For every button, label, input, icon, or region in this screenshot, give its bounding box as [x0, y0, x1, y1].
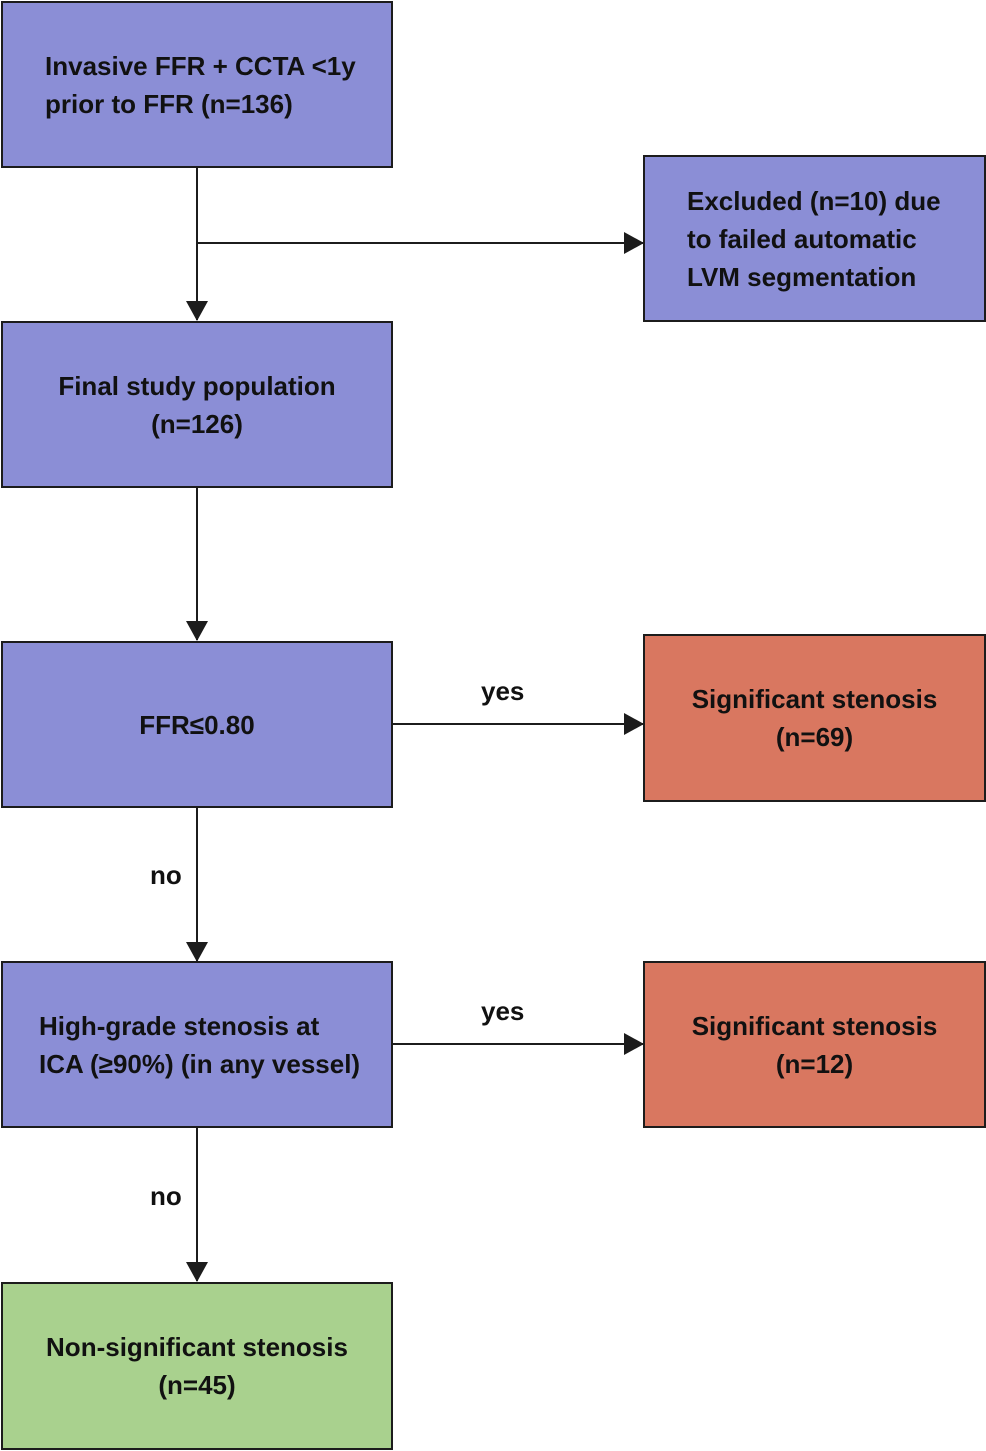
node-non-significant-line-2: (n=45) — [158, 1370, 236, 1400]
node-significant-stenosis-1: Significant stenosis (n=69) — [643, 634, 986, 802]
node-excluded-line-2: to failed automatic — [687, 223, 917, 254]
node-final-population-line-1: Final study population — [58, 370, 336, 401]
node-highgrade-decision: High-grade stenosis at ICA (≥90%) (in an… — [1, 961, 393, 1128]
node-start: Invasive FFR + CCTA <1y prior to FFR (n=… — [1, 1, 393, 168]
node-start-line-1: Invasive FFR + CCTA <1y — [45, 50, 356, 81]
node-final-population: Final study population (n=126) — [1, 321, 393, 488]
node-non-significant-stenosis: Non-significant stenosis (n=45) — [1, 1282, 393, 1450]
node-final-population-line-2: (n=126) — [151, 408, 243, 439]
edge-label-ffr-yes: yes — [481, 676, 525, 706]
edge-label-ffr-no: no — [150, 860, 182, 890]
node-significant-2-line-1: Significant stenosis — [691, 1010, 938, 1041]
node-significant-1-line-1: Significant stenosis — [691, 684, 938, 714]
node-significant-1-line-2: (n=69) — [775, 722, 854, 752]
node-ffr-decision: FFR≤0.80 — [1, 641, 393, 808]
node-highgrade-line-2: ICA (≥90%) (in any vessel) — [39, 1048, 361, 1079]
edge-label-highgrade-no: no — [150, 1181, 182, 1211]
node-significant-2-line-2: (n=12) — [775, 1048, 854, 1079]
node-ffr-decision-line-1: FFR≤0.80 — [139, 709, 255, 740]
edge-label-highgrade-yes: yes — [481, 996, 525, 1026]
node-excluded-line-1: Excluded (n=10) due — [687, 185, 941, 216]
node-excluded: Excluded (n=10) due to failed automatic … — [643, 155, 986, 322]
node-non-significant-line-1: Non-significant stenosis — [46, 1332, 348, 1362]
node-significant-stenosis-2: Significant stenosis (n=12) — [643, 961, 986, 1128]
node-start-line-2: prior to FFR (n=136) — [45, 88, 293, 119]
node-highgrade-line-1: High-grade stenosis at — [39, 1010, 320, 1041]
node-excluded-line-3: LVM segmentation — [687, 261, 917, 292]
